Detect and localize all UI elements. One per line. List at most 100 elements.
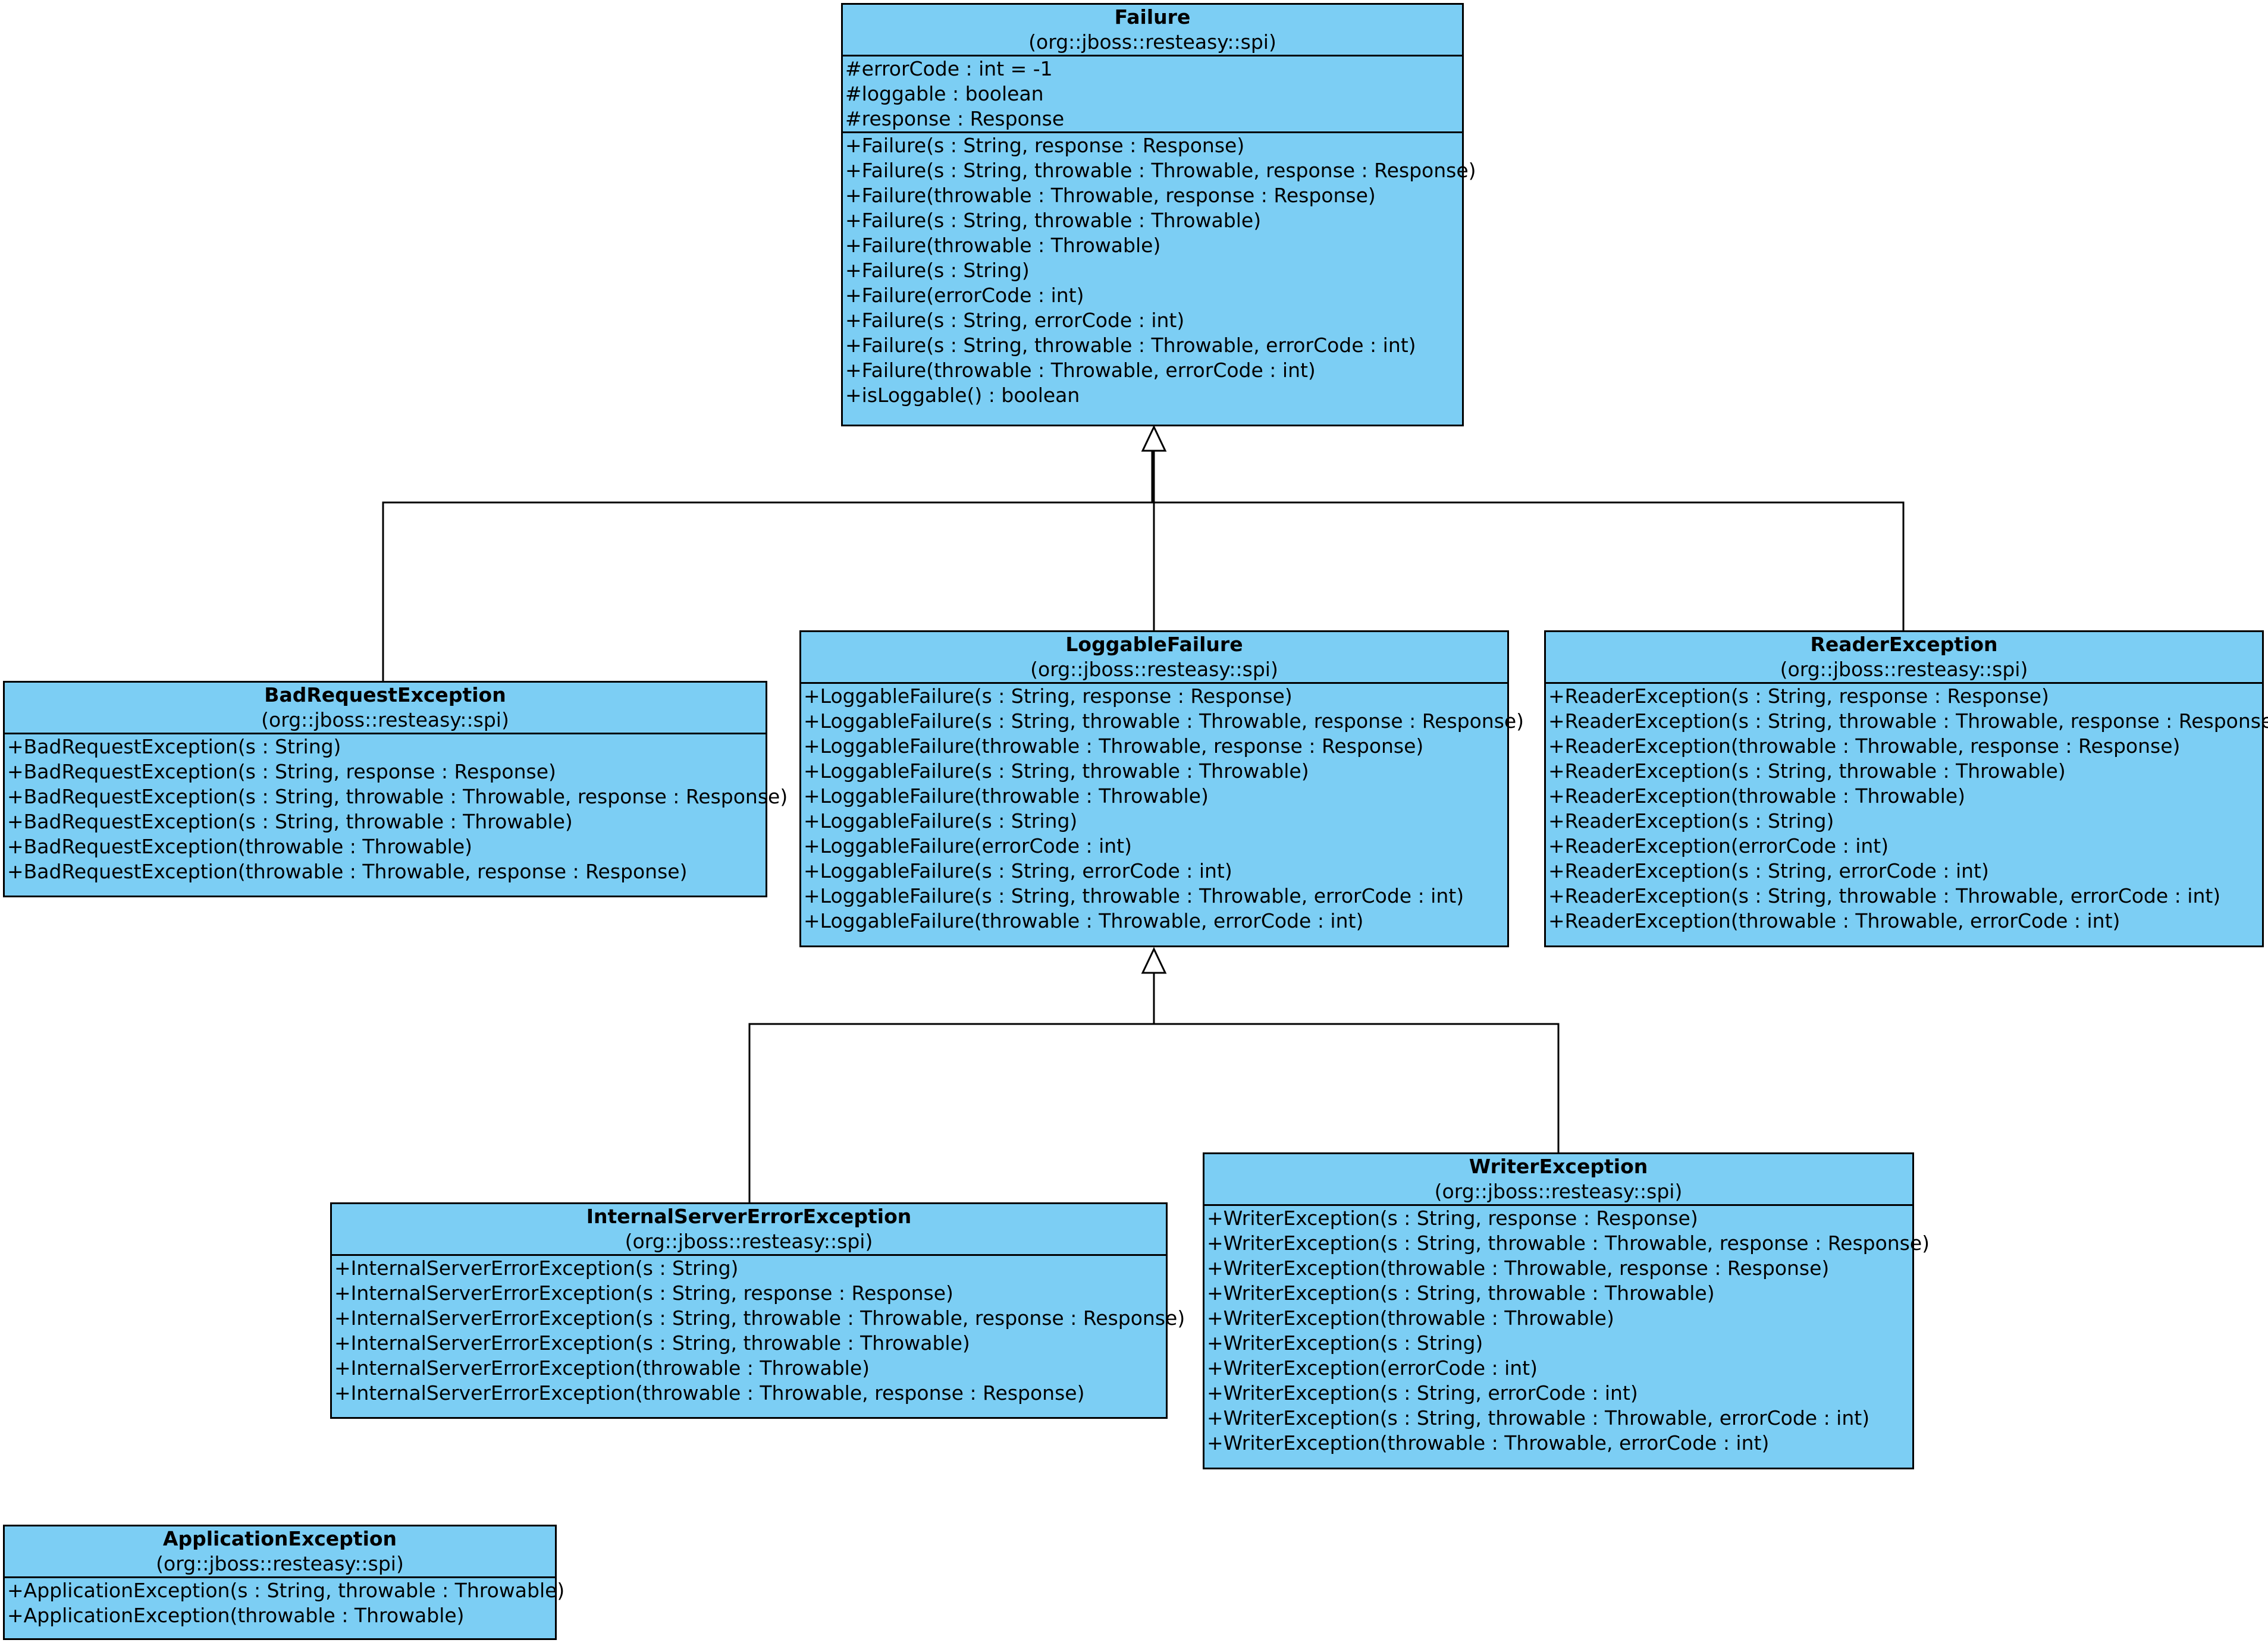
operation: +Failure(s : String, response : Response… xyxy=(845,134,1245,157)
class-writer-exception[interactable]: WriterException (org::jboss::resteasy::s… xyxy=(1203,1152,1930,1469)
operations-compartment: +ReaderException(s : String, response : … xyxy=(1546,684,2268,934)
operation: +LoggableFailure(throwable : Throwable, … xyxy=(804,909,1364,932)
operation: +BadRequestException(throwable : Throwab… xyxy=(7,835,473,858)
operation: +WriterException(s : String, throwable :… xyxy=(1207,1232,1930,1255)
operation: +Failure(throwable : Throwable, errorCod… xyxy=(845,359,1316,382)
operation: +WriterException(throwable : Throwable) xyxy=(1207,1306,1614,1330)
operation: +Failure(s : String, throwable : Throwab… xyxy=(845,334,1416,357)
operation: +WriterException(s : String) xyxy=(1207,1331,1483,1355)
operations-compartment: +InternalServerErrorException(s : String… xyxy=(332,1256,1185,1406)
operation: +Failure(errorCode : int) xyxy=(845,284,1084,307)
class-failure[interactable]: Failure (org::jboss::resteasy::spi) #err… xyxy=(841,3,1476,426)
class-name: LoggableFailure xyxy=(1065,633,1243,656)
operation: +ReaderException(s : String, throwable :… xyxy=(1548,884,2221,907)
operation: +ReaderException(s : String, response : … xyxy=(1548,684,2049,708)
operation: +LoggableFailure(s : String, throwable :… xyxy=(804,709,1524,733)
operation: +WriterException(s : String, throwable :… xyxy=(1207,1406,1870,1430)
inheritance-arrowhead-failure xyxy=(1141,425,1167,452)
class-header: WriterException (org::jboss::resteasy::s… xyxy=(1204,1154,1912,1206)
operation: +WriterException(errorCode : int) xyxy=(1207,1356,1538,1380)
operation: +WriterException(s : String, throwable :… xyxy=(1207,1281,1715,1305)
class-reader-exception[interactable]: ReaderException (org::jboss::resteasy::s… xyxy=(1544,630,2268,947)
class-package: (org::jboss::resteasy::spi) xyxy=(156,1552,404,1575)
operation: +WriterException(throwable : Throwable, … xyxy=(1207,1431,1770,1454)
operation: +Failure(s : String, errorCode : int) xyxy=(845,309,1185,332)
operation: +WriterException(throwable : Throwable, … xyxy=(1207,1256,1830,1280)
operation: +LoggableFailure(errorCode : int) xyxy=(804,834,1132,857)
operation: +ApplicationException(s : String, throwa… xyxy=(7,1579,565,1602)
operation: +BadRequestException(s : String, respons… xyxy=(7,760,556,783)
operation: +InternalServerErrorException(s : String… xyxy=(334,1306,1185,1330)
class-bad-request-exception[interactable]: BadRequestException (org::jboss::resteas… xyxy=(3,681,788,897)
attribute: #loggable : boolean xyxy=(845,82,1044,105)
operation: +ReaderException(s : String, errorCode :… xyxy=(1548,859,1989,882)
class-package: (org::jboss::resteasy::spi) xyxy=(1434,1180,1683,1203)
operation: +LoggableFailure(throwable : Throwable) xyxy=(804,784,1209,808)
operation: +WriterException(s : String, errorCode :… xyxy=(1207,1381,1638,1405)
operation: +ReaderException(s : String, throwable :… xyxy=(1548,709,2268,733)
class-name: WriterException xyxy=(1469,1155,1648,1178)
class-name: ApplicationException xyxy=(162,1527,397,1550)
operation: +InternalServerErrorException(throwable … xyxy=(334,1381,1085,1405)
class-header: Failure (org::jboss::resteasy::spi) xyxy=(843,5,1462,56)
operations-compartment: +Failure(s : String, response : Response… xyxy=(843,131,1476,408)
operation: +BadRequestException(s : String, throwab… xyxy=(7,785,788,808)
generalization-internal-to-loggable xyxy=(748,1023,1154,1202)
operation: +Failure(s : String, throwable : Throwab… xyxy=(845,209,1262,232)
class-package: (org::jboss::resteasy::spi) xyxy=(261,708,509,731)
inheritance-arrowhead-loggable xyxy=(1141,947,1167,974)
operation: +BadRequestException(s : String, throwab… xyxy=(7,810,573,833)
attribute: #response : Response xyxy=(845,107,1065,130)
operation: +Failure(throwable : Throwable) xyxy=(845,234,1161,257)
operation: +LoggableFailure(s : String) xyxy=(804,809,1078,833)
operation: +Failure(s : String) xyxy=(845,259,1030,282)
operation: +ReaderException(throwable : Throwable) xyxy=(1548,784,1965,808)
class-header: LoggableFailure (org::jboss::resteasy::s… xyxy=(801,632,1507,684)
operation: +LoggableFailure(s : String, response : … xyxy=(804,684,1293,708)
operation: +Failure(s : String, throwable : Throwab… xyxy=(845,159,1476,182)
operation: +InternalServerErrorException(s : String… xyxy=(334,1281,953,1305)
operation: +ReaderException(throwable : Throwable, … xyxy=(1548,909,2120,932)
class-name: InternalServerErrorException xyxy=(586,1205,912,1228)
operation: +LoggableFailure(s : String, throwable :… xyxy=(804,884,1464,907)
operation: +LoggableFailure(throwable : Throwable, … xyxy=(804,734,1424,758)
class-header: ApplicationException (org::jboss::restea… xyxy=(5,1526,555,1578)
operation: +ReaderException(s : String, throwable :… xyxy=(1548,759,2066,783)
generalization-reader-to-failure xyxy=(1154,501,1905,630)
class-package: (org::jboss::resteasy::spi) xyxy=(1780,658,2028,681)
operation: +BadRequestException(throwable : Throwab… xyxy=(7,860,688,883)
operation: +ApplicationException(throwable : Throwa… xyxy=(7,1604,465,1627)
operation: +LoggableFailure(s : String, errorCode :… xyxy=(804,859,1232,882)
attributes-compartment: #errorCode : int = -1 #loggable : boolea… xyxy=(843,56,1462,131)
operation: +InternalServerErrorException(s : String… xyxy=(334,1256,739,1280)
operations-compartment: +ApplicationException(s : String, throwa… xyxy=(5,1578,565,1628)
operations-compartment: +WriterException(s : String, response : … xyxy=(1204,1206,1930,1456)
operation: +ReaderException(throwable : Throwable, … xyxy=(1548,734,2181,758)
generalization-writer-to-loggable xyxy=(1154,1023,1560,1152)
operation: +isLoggable() : boolean xyxy=(845,384,1080,407)
operation: +BadRequestException(s : String) xyxy=(7,735,341,758)
class-package: (org::jboss::resteasy::spi) xyxy=(625,1230,873,1253)
class-name: ReaderException xyxy=(1810,633,1998,656)
operation: +InternalServerErrorException(throwable … xyxy=(334,1356,870,1380)
class-internal-server-error-exception[interactable]: InternalServerErrorException (org::jboss… xyxy=(330,1202,1185,1419)
operation: +WriterException(s : String, response : … xyxy=(1207,1207,1698,1230)
operations-compartment: +BadRequestException(s : String) +BadReq… xyxy=(5,734,788,884)
class-loggable-failure[interactable]: LoggableFailure (org::jboss::resteasy::s… xyxy=(799,630,1524,947)
class-name: Failure xyxy=(1114,5,1191,29)
attribute: #errorCode : int = -1 xyxy=(845,57,1053,80)
operation: +ReaderException(s : String) xyxy=(1548,809,1834,833)
class-application-exception[interactable]: ApplicationException (org::jboss::restea… xyxy=(3,1525,565,1640)
class-header: InternalServerErrorException (org::jboss… xyxy=(332,1204,1166,1256)
class-package: (org::jboss::resteasy::spi) xyxy=(1030,658,1278,681)
class-header: BadRequestException (org::jboss::resteas… xyxy=(5,683,766,734)
operation: +InternalServerErrorException(s : String… xyxy=(334,1331,970,1355)
operation: +Failure(throwable : Throwable, response… xyxy=(845,184,1376,207)
operations-compartment: +LoggableFailure(s : String, response : … xyxy=(801,684,1524,934)
generalization-bad-request-to-failure xyxy=(382,501,1154,681)
class-header: ReaderException (org::jboss::resteasy::s… xyxy=(1546,632,2262,684)
class-package: (org::jboss::resteasy::spi) xyxy=(1028,30,1276,54)
class-name: BadRequestException xyxy=(264,683,506,706)
